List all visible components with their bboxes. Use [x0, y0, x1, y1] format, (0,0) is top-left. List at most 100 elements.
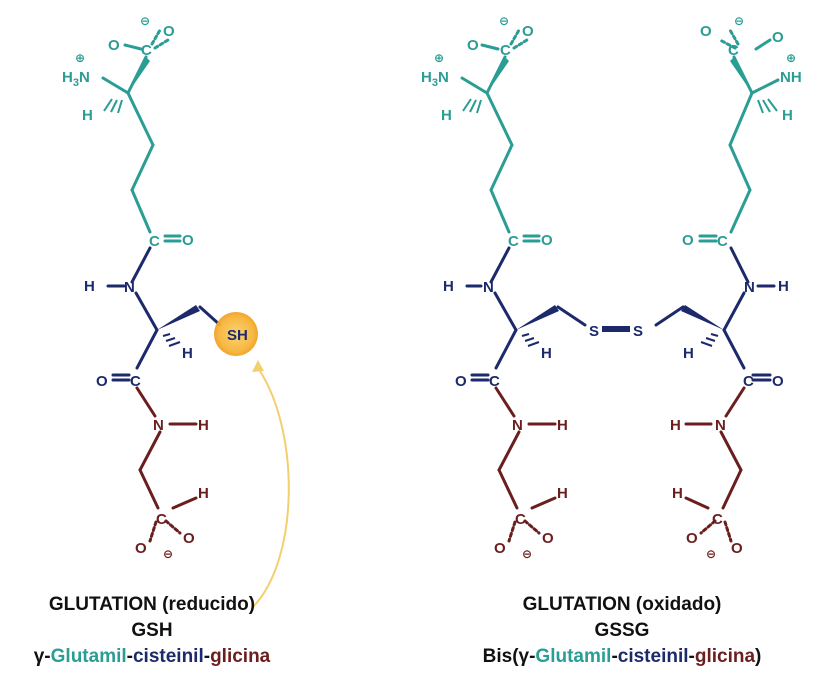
sh-highlight: [214, 312, 258, 356]
charge-label: ⊕: [75, 51, 85, 65]
wedge-bond: [157, 305, 200, 330]
atom-label: O: [522, 23, 534, 40]
atom-subscript: 3: [73, 77, 79, 89]
gssg-abbr: GSSG: [595, 620, 650, 641]
atom-label: O: [108, 37, 120, 54]
atom-label: H: [670, 417, 681, 434]
atom-label: H3N: [62, 69, 90, 89]
gsh-full-name: γ-Glutamil-cisteinil-glicina: [34, 646, 271, 667]
charge-label: ⊖: [734, 14, 744, 28]
gssg-molecule: [460, 28, 780, 543]
atom-label: C: [156, 511, 167, 528]
gssg-caption: GLUTATION (oxidado) GSSG Bis(γ-Glutamil-…: [483, 594, 762, 667]
atom-label: H: [198, 485, 209, 502]
atom-label: O: [455, 373, 467, 390]
atom-label: O: [96, 373, 108, 390]
atom-label: H3N: [421, 69, 449, 89]
atom-label: H: [541, 345, 552, 362]
name-part-glycine: glicina: [210, 646, 271, 667]
name-part-glutamyl: Glutamil: [51, 646, 127, 667]
atom-label: O: [135, 540, 147, 557]
atom-label: H: [182, 345, 193, 362]
atom-label: H: [421, 69, 432, 86]
atom-label: N: [79, 69, 90, 86]
atom-label: N: [153, 417, 164, 434]
charge-label: ⊖: [163, 547, 173, 561]
atom-label: H: [198, 417, 209, 434]
name-part-cysteinyl: cisteinil: [618, 646, 689, 667]
atom-label: O: [183, 530, 195, 547]
atom-label: N: [483, 279, 494, 296]
name-part-caption: -: [611, 646, 617, 667]
charge-label: ⊖: [140, 14, 150, 28]
atom-label: C: [489, 373, 500, 390]
atom-label: O: [731, 540, 743, 557]
gsh-abbr: GSH: [131, 620, 172, 641]
gsh-molecule: [101, 28, 290, 609]
name-part-caption: Bis(γ-: [483, 646, 536, 667]
wedge-bond: [681, 305, 724, 330]
charge-label: ⊕: [786, 51, 796, 65]
atom-label: O: [700, 23, 712, 40]
atom-label: C: [500, 42, 511, 59]
atom-label: N: [744, 279, 755, 296]
atom-label: C: [712, 511, 723, 528]
atom-label: C: [149, 233, 160, 250]
gssg-full-name: Bis(γ-Glutamil-cisteinil-glicina): [483, 646, 762, 667]
atom-label: N: [124, 279, 135, 296]
name-part-caption: ): [755, 646, 761, 667]
charge-label: ⊖: [706, 547, 716, 561]
atom-label: O: [772, 373, 784, 390]
atom-label: O: [682, 232, 694, 249]
name-part-caption: -: [689, 646, 695, 667]
atom-label: O: [772, 29, 784, 46]
wedge-bond: [730, 57, 752, 93]
atom-label: H: [683, 345, 694, 362]
name-part-caption: γ-: [34, 646, 51, 667]
reduction-arrow: [251, 367, 290, 609]
atom-label: C: [717, 233, 728, 250]
gsh-title: GLUTATION (reducido): [49, 594, 255, 615]
atom-label: S: [633, 323, 643, 340]
atom-label: C: [508, 233, 519, 250]
gssg-title: GLUTATION (oxidado): [523, 594, 722, 615]
atom-label: O: [541, 232, 553, 249]
gsh-caption: GLUTATION (reducido) GSH γ-Glutamil-cist…: [34, 594, 271, 667]
atom-label: N: [512, 417, 523, 434]
wedge-bond: [516, 305, 559, 330]
atom-label: H: [557, 485, 568, 502]
atom-label: H: [62, 69, 73, 86]
name-part-caption: -: [127, 646, 133, 667]
atom-label: H: [778, 278, 789, 295]
atom-label: O: [182, 232, 194, 249]
atom-label: H: [441, 107, 452, 124]
wedge-bond: [128, 57, 150, 93]
atom-label: N: [715, 417, 726, 434]
gsh-atoms: O C O ⊖ ⊕ H3N H C O H N H SH O C N H H C…: [62, 14, 248, 561]
atom-label: C: [728, 42, 739, 59]
atom-label: H: [672, 485, 683, 502]
atom-label: O: [494, 540, 506, 557]
charge-label: ⊖: [499, 14, 509, 28]
charge-label: ⊕: [434, 51, 444, 65]
atom-label: H: [82, 107, 93, 124]
atom-label: H: [443, 278, 454, 295]
atom-label: N: [438, 69, 449, 86]
arrow-head: [252, 360, 264, 372]
wedge-bond: [487, 57, 509, 93]
atom-label: S: [589, 323, 599, 340]
atom-label: O: [686, 530, 698, 547]
atom-label: C: [515, 511, 526, 528]
atom-label: C: [743, 373, 754, 390]
atom-label: O: [163, 23, 175, 40]
atom-label: H: [557, 417, 568, 434]
atom-label: NH: [780, 69, 802, 86]
atom-label: C: [141, 42, 152, 59]
atom-subscript: 3: [432, 77, 438, 89]
atom-label: O: [542, 530, 554, 547]
atom-label: SH: [227, 327, 248, 344]
atom-label: H: [782, 107, 793, 124]
name-part-glutamyl: Glutamil: [535, 646, 611, 667]
